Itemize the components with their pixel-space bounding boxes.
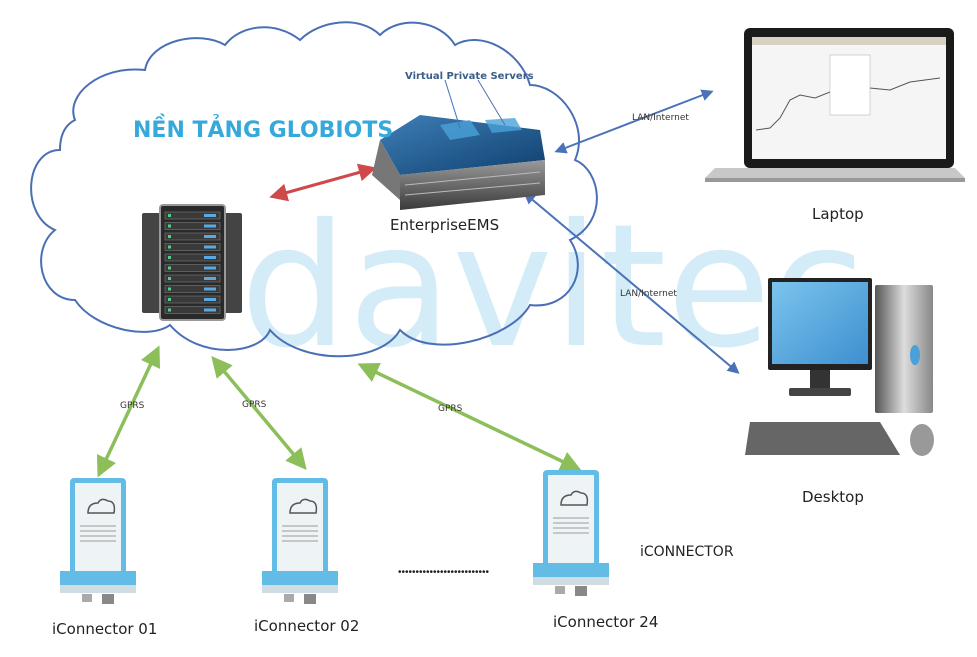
gprs-label-1: GPRS <box>120 401 145 411</box>
gprs-label-3: GPRS <box>438 404 463 414</box>
enterprise-ems-label: EnterpriseEMS <box>390 216 500 234</box>
iconnector-group-label: iCONNECTOR <box>640 544 734 560</box>
desktop-icon <box>745 278 934 456</box>
iconnector-device-icon <box>262 478 338 604</box>
lan-links <box>523 89 740 374</box>
svg-text:••••••••••••••••••••••••••: •••••••••••••••••••••••••• <box>398 567 490 578</box>
desktop-link-label: LAN/Internet <box>620 289 677 299</box>
server-link <box>269 163 377 202</box>
connector-label-1: iConnector 01 <box>52 620 158 638</box>
laptop-link-label: LAN/Internet <box>632 113 689 123</box>
laptop-label: Laptop <box>812 205 864 223</box>
connector-label-2: iConnector 02 <box>254 617 360 635</box>
platform-title: NỀN TẢNG GLOBIOTS <box>133 118 394 143</box>
enterprise-server-icon <box>372 79 545 210</box>
gprs-links <box>96 345 582 478</box>
virtual-private-servers-label: Virtual Private Servers <box>405 71 534 82</box>
connector-label-24: iConnector 24 <box>553 613 659 631</box>
laptop-icon <box>705 28 965 182</box>
gprs-label-2: GPRS <box>242 400 267 410</box>
iconnector-device-icon <box>60 478 136 604</box>
iconnector-device-icon <box>533 470 609 596</box>
desktop-label: Desktop <box>802 488 864 506</box>
rack-servers-icon <box>142 204 242 321</box>
